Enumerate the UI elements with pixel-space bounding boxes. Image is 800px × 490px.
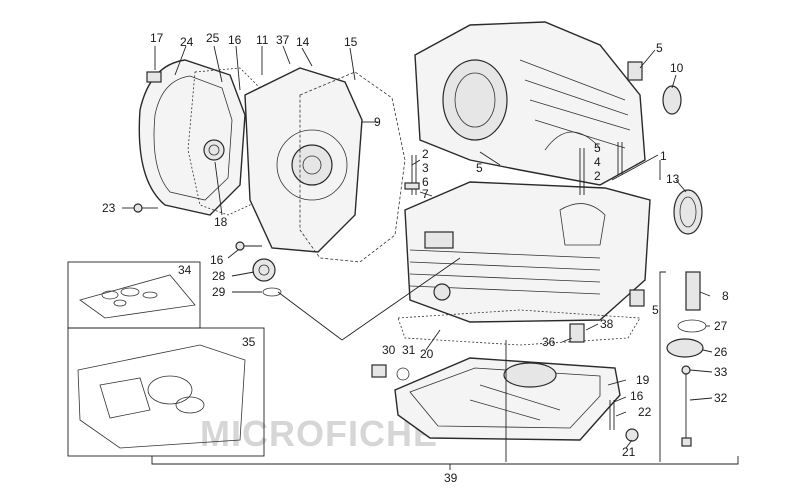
side-cover-part — [138, 59, 246, 216]
gasket-kit-34-part — [79, 274, 196, 319]
callout-29: 29 — [212, 285, 226, 299]
callout-33: 33 — [714, 365, 728, 379]
callout-5: 5 — [656, 41, 663, 55]
upper-crankcase-part — [414, 21, 646, 186]
lower-crankcase-part — [404, 181, 651, 323]
sensor-38-part — [569, 323, 585, 343]
callout-5: 5 — [476, 161, 483, 175]
callout-6: 6 — [422, 175, 429, 189]
callout-4: 4 — [594, 155, 601, 169]
callout-31: 31 — [402, 343, 416, 357]
callout-39: 39 — [444, 471, 458, 485]
oil-pan-part — [394, 357, 621, 441]
callout-21: 21 — [622, 445, 636, 459]
callout-32: 32 — [714, 391, 728, 405]
callout-10: 10 — [670, 61, 684, 75]
crankcase-gasket-part — [299, 71, 406, 263]
bolt-23-part — [133, 203, 158, 213]
callout-23: 23 — [102, 201, 116, 215]
plug-17-part — [146, 71, 162, 83]
seal-10-part — [662, 85, 682, 115]
callout-11: 11 — [256, 33, 269, 47]
callout-35: 35 — [242, 335, 256, 349]
callout-25: 25 — [206, 31, 220, 45]
callout-38: 38 — [600, 317, 614, 331]
dipstick-part — [252, 258, 343, 341]
watermark: MICROFICHE — [200, 413, 438, 454]
callout-30: 30 — [382, 343, 396, 357]
bolt-22-part — [609, 400, 639, 442]
callout-26: 26 — [714, 345, 728, 359]
dowel-icon — [629, 289, 645, 307]
callout-3: 3 — [422, 161, 429, 175]
gasket-set-35-part — [77, 344, 246, 449]
callout-1: 1 — [660, 149, 667, 163]
callout-27: 27 — [714, 319, 728, 333]
callout-14: 14 — [296, 35, 310, 49]
callout-16: 16 — [630, 389, 644, 403]
callout-36: 36 — [542, 335, 556, 349]
oil-filter-part — [666, 271, 707, 447]
callout-19: 19 — [636, 373, 650, 387]
dowel-icon — [627, 61, 643, 81]
callout-5: 5 — [594, 141, 601, 155]
leader-lines — [122, 45, 739, 470]
callout-8: 8 — [722, 289, 729, 303]
callout-20: 20 — [420, 347, 434, 361]
callout-15: 15 — [344, 35, 358, 49]
callout-22: 22 — [638, 405, 652, 419]
callout-labels: 17 24 25 16 11 37 14 15 9 5 10 2 3 6 7 5… — [102, 31, 729, 485]
callout-9: 9 — [374, 115, 381, 129]
gasket-set-box — [67, 327, 265, 457]
callout-24: 24 — [180, 35, 194, 49]
callout-2: 2 — [422, 147, 429, 161]
callout-7: 7 — [422, 187, 429, 201]
callout-5: 5 — [652, 303, 659, 317]
oil-pan-gasket-part — [397, 309, 641, 346]
callout-16: 16 — [228, 33, 242, 47]
callout-17: 17 — [150, 31, 164, 45]
callout-28: 28 — [212, 269, 226, 283]
callout-34: 34 — [178, 263, 192, 277]
drain-plug-part — [371, 364, 410, 381]
stud-part — [404, 142, 623, 195]
callout-16: 16 — [210, 253, 224, 267]
callout-2: 2 — [594, 169, 601, 183]
callout-13: 13 — [666, 172, 680, 186]
timing-cover-part — [244, 67, 363, 253]
callout-18: 18 — [214, 215, 228, 229]
bolt-16-part — [235, 241, 262, 251]
seal-13-part — [673, 189, 703, 235]
callout-37: 37 — [276, 33, 290, 47]
cover-gasket-part — [187, 67, 263, 216]
